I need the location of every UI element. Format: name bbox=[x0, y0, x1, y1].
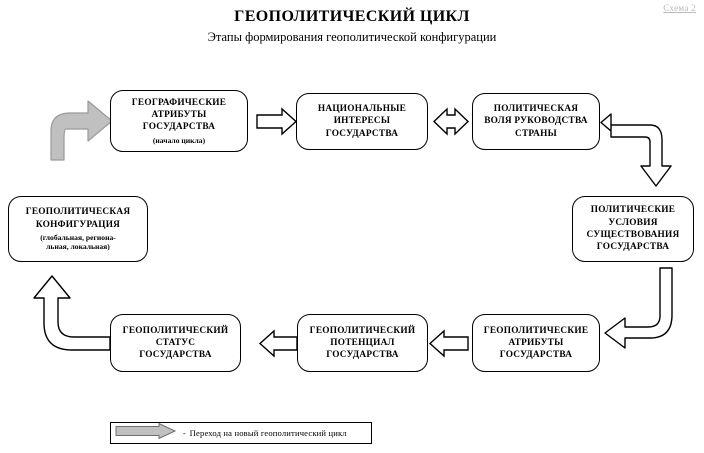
node-geopolitical-configuration[interactable]: ГЕОПОЛИТИЧЕСКАЯ КОНФИГУРАЦИЯ (глобальная… bbox=[8, 196, 148, 262]
node-label: ГЕОПОЛИТИЧЕСКИЙ ПОТЕНЦИАЛ ГОСУДАРСТВА bbox=[309, 325, 416, 361]
new-cycle-entry-arrow bbox=[50, 100, 113, 161]
node-label: ГЕОПОЛИТИЧЕСКИЕ АТРИБУТЫ ГОСУДАРСТВА bbox=[483, 325, 589, 361]
scheme-label: Схема 2 bbox=[663, 3, 696, 13]
node-label: ГЕОПОЛИТИЧЕСКИЙ СТАТУС ГОСУДАРСТВА bbox=[122, 325, 229, 361]
node-sublabel: (начало цикла) bbox=[152, 135, 206, 145]
arrow-political-conditions-to-geopolitical-attributes bbox=[604, 267, 673, 349]
arrow-geopolitical-attributes-to-potential bbox=[428, 329, 469, 358]
node-geopolitical-status[interactable]: ГЕОПОЛИТИЧЕСКИЙ СТАТУС ГОСУДАРСТВА bbox=[110, 314, 241, 372]
arrow-geopolitical-status-to-configuration bbox=[33, 275, 111, 351]
node-political-conditions[interactable]: ПОЛИТИЧЕСКИЕ УСЛОВИЯ СУЩЕСТВОВАНИЯ ГОСУД… bbox=[572, 196, 694, 262]
arrow-political-will-to-political-conditions bbox=[600, 113, 672, 187]
node-label: ГЕОПОЛИТИЧЕСКАЯ КОНФИГУРАЦИЯ bbox=[25, 207, 131, 230]
node-label: ПОЛИТИЧЕСКИЕ УСЛОВИЯ СУЩЕСТВОВАНИЯ ГОСУД… bbox=[586, 205, 680, 253]
node-geographic-attributes[interactable]: ГЕОГРАФИЧЕСКИЕ АТРИБУТЫ ГОСУДАРСТВА (нач… bbox=[110, 90, 248, 152]
node-political-will[interactable]: ПОЛИТИЧЕСКАЯ ВОЛЯ РУКОВОДСТВА СТРАНЫ bbox=[472, 93, 600, 150]
new-cycle-arrow-swatch-icon bbox=[115, 422, 177, 444]
arrow-geo-attributes-to-national-interests bbox=[256, 107, 298, 136]
arrow-national-interests-political-will bbox=[432, 107, 470, 136]
page-title: ГЕОПОЛИТИЧЕСКИЙ ЦИКЛ bbox=[234, 8, 470, 25]
node-geopolitical-attributes[interactable]: ГЕОПОЛИТИЧЕСКИЕ АТРИБУТЫ ГОСУДАРСТВА bbox=[472, 314, 600, 372]
legend-text: Переход на новый геополитический цикл bbox=[189, 428, 347, 438]
node-label: ГЕОГРАФИЧЕСКИЕ АТРИБУТЫ ГОСУДАРСТВА bbox=[131, 97, 227, 133]
node-national-interests[interactable]: НАЦИОНАЛЬНЫЕ ИНТЕРЕСЫ ГОСУДАРСТВА bbox=[296, 93, 428, 150]
legend-dash: - bbox=[183, 428, 186, 438]
node-sublabel: (глобальная, регио­на- льная, локальная) bbox=[40, 232, 116, 252]
arrow-geopolitical-potential-to-status bbox=[258, 329, 298, 358]
page-subtitle: Этапы формирования геополитической конфи… bbox=[207, 30, 497, 44]
node-label: НАЦИОНАЛЬНЫЕ ИНТЕРЕСЫ ГОСУДАРСТВА bbox=[317, 104, 407, 139]
node-geopolitical-potential[interactable]: ГЕОПОЛИТИЧЕСКИЙ ПОТЕНЦИАЛ ГОСУДАРСТВА bbox=[297, 314, 428, 372]
legend: - Переход на новый геополитический цикл bbox=[110, 422, 372, 444]
node-label: ПОЛИТИЧЕСКАЯ ВОЛЯ РУКОВОДСТВА СТРАНЫ bbox=[484, 104, 588, 139]
